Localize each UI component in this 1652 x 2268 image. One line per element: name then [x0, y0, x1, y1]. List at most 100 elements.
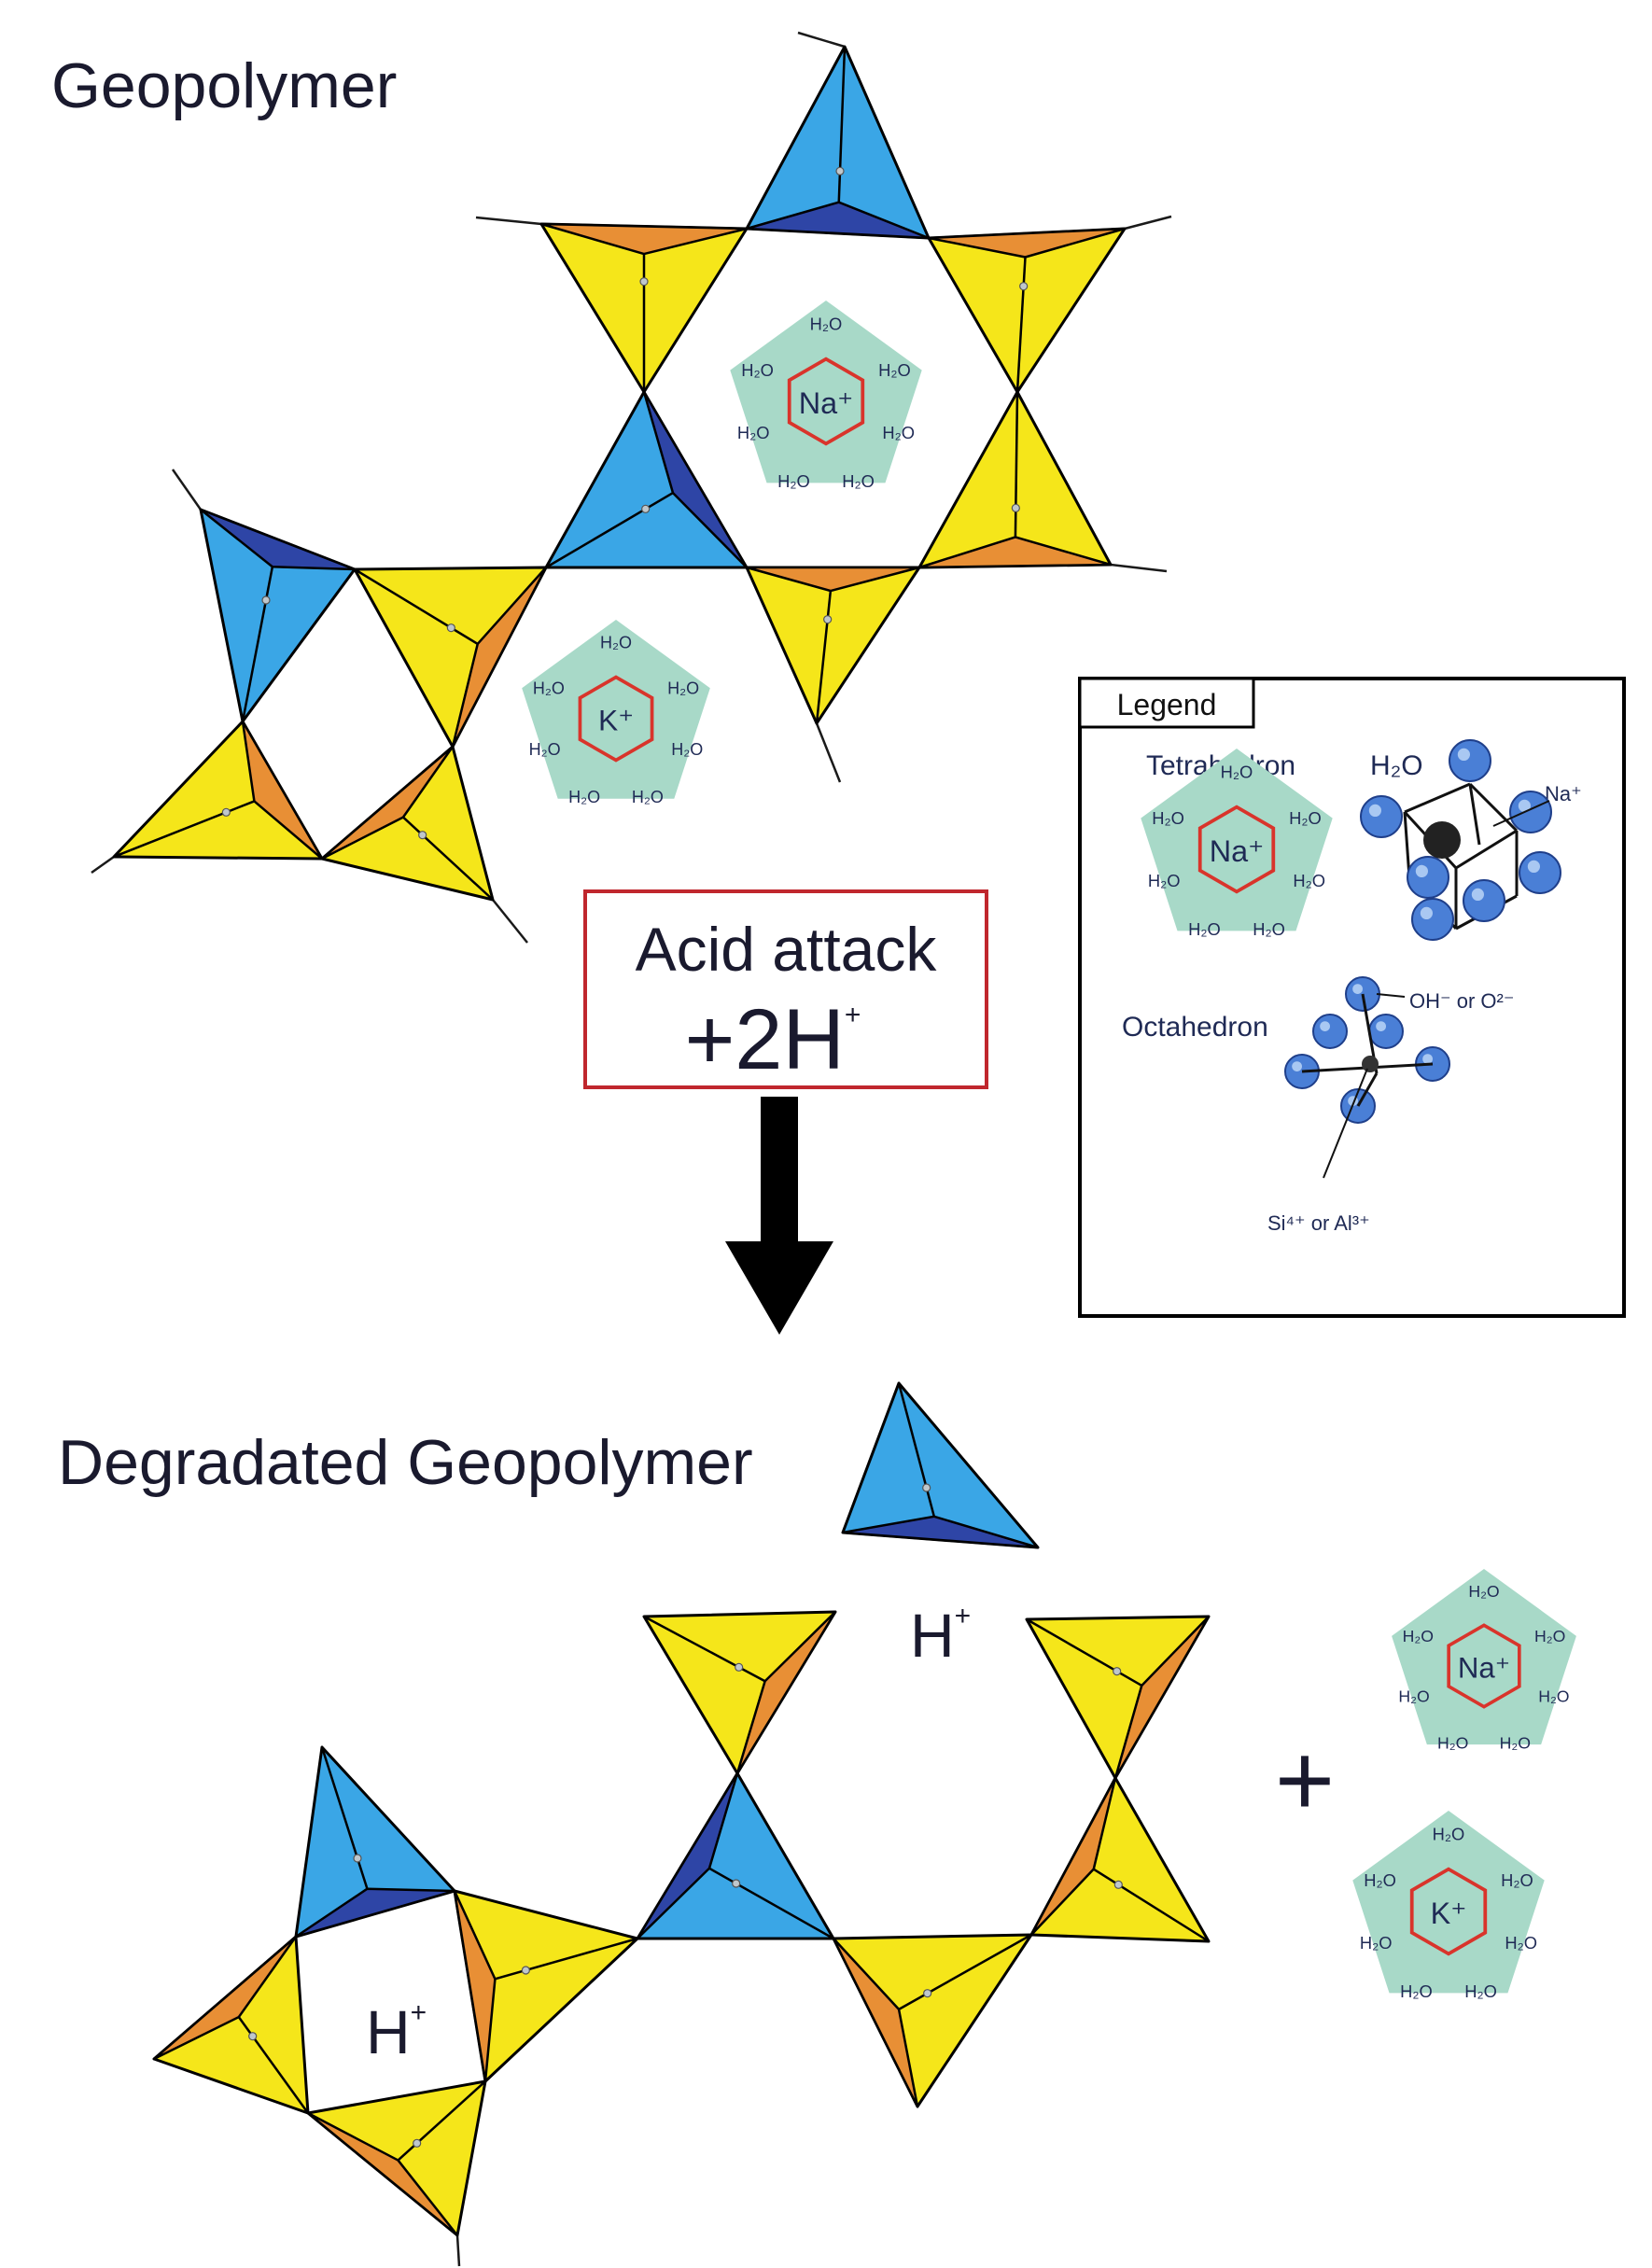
bond-line	[1124, 215, 1172, 231]
legend-line	[1356, 1072, 1379, 1107]
legend-line	[1492, 800, 1550, 827]
cluster-water-label: H₂O	[1464, 1981, 1497, 2001]
cluster-water-label: H₂O	[1360, 1933, 1393, 1953]
bond-line	[1110, 563, 1168, 573]
cluster-water-label: H₂O	[1433, 1824, 1465, 1843]
cluster-water-label: H₂O	[1501, 1870, 1533, 1890]
tetra-left-lower-yellow	[320, 745, 495, 902]
cluster-ion-label: Na⁺	[799, 386, 854, 420]
atom-ball	[1463, 879, 1505, 922]
atom-ball	[1312, 1014, 1348, 1049]
tetra-left-blue	[199, 508, 357, 723]
cluster-water-label: H₂O	[1152, 808, 1184, 828]
legend-line	[1323, 1068, 1368, 1179]
cluster-water-label: H₂O	[741, 360, 774, 380]
cluster-water-label: H₂O	[1534, 1627, 1565, 1645]
octahedron-center-ion	[1362, 1056, 1379, 1072]
atom-ball	[1449, 739, 1491, 782]
bond-lines	[91, 31, 1172, 2267]
cluster-water-label: H₂O	[810, 314, 843, 333]
acid-attack-proton-label: +2H+	[685, 992, 861, 1087]
cluster-water-label: H₂O	[600, 634, 632, 652]
cluster-water-label: H₂O	[1437, 1733, 1468, 1752]
atom-ball-highlight	[1376, 1021, 1386, 1031]
plus-sign: +	[1275, 1723, 1335, 1838]
cluster-water-label: H₂O	[667, 679, 699, 698]
atom-ball-highlight	[1292, 1061, 1302, 1071]
tetra-left-center-yellow	[353, 566, 548, 749]
cluster-water-label: H₂O	[1289, 808, 1322, 828]
tetra-free-blue	[841, 1381, 1040, 1549]
atom-ball	[1519, 851, 1561, 894]
atom-ball-highlight	[1518, 799, 1531, 813]
cluster-water-label: H₂O	[1364, 1870, 1396, 1890]
tetra-mid-left-blue	[544, 390, 749, 569]
cluster-ion-label: Na⁺	[1210, 834, 1265, 868]
legend-title: Legend	[1117, 688, 1217, 721]
tetra-bottom-top-yellow-right	[1025, 1615, 1211, 1780]
atom-ball	[1411, 898, 1454, 941]
atom-ball-highlight	[1420, 906, 1433, 920]
tetra-bottom-far-left-yellow	[152, 1935, 310, 2115]
cluster-water-label: H₂O	[1221, 762, 1253, 781]
tetrahedra-layer	[112, 45, 1559, 2237]
legend-line	[1455, 829, 1518, 870]
cluster-water-label: H₂O	[568, 788, 600, 806]
cluster-water-label: H₂O	[1400, 1981, 1433, 2001]
tetra-top-left-yellow	[539, 222, 749, 394]
cluster-water-label: H₂O	[1468, 1582, 1499, 1601]
bond-line	[492, 899, 528, 944]
tetra-mid-right-yellow	[917, 390, 1113, 569]
legend-illustrations: Na⁺ H₂O H₂O H₂O H₂O H₂O H₂O H₂O	[1141, 739, 1561, 1179]
cluster-water-label: H₂O	[1403, 1627, 1434, 1645]
cluster-water-label: H₂O	[1505, 1933, 1537, 1953]
tetra-bottom-left-blue	[294, 1745, 456, 1939]
acid-attack-label: Acid attack	[636, 915, 938, 984]
cluster-ion-label: K⁺	[598, 704, 634, 737]
tetra-left-mid-yellow	[112, 720, 324, 861]
tetra-bottom-lower-yellow	[832, 1933, 1033, 2108]
h-plus-label-ring: H+	[366, 1997, 427, 2066]
bond-line	[815, 722, 842, 783]
tetra-bottom-right-yellow	[1029, 1776, 1211, 1943]
legend-line	[1376, 993, 1406, 998]
atom-ball	[1360, 795, 1403, 838]
cluster-water-label: H₂O	[671, 740, 703, 759]
atom-ball	[1509, 791, 1552, 833]
atom-ball-highlight	[1415, 864, 1428, 878]
legend-na-label: Na⁺	[1545, 782, 1582, 805]
tetra-bottom-left-center-yellow	[453, 1889, 639, 2083]
tetra-lower-right-yellow	[745, 566, 921, 725]
cluster-water-label: H₂O	[632, 788, 664, 806]
sodium-ion-core	[1423, 821, 1461, 859]
tetra-bottom-left-lower-yellow	[306, 2079, 487, 2237]
atom-ball-highlight	[1422, 1054, 1433, 1064]
legend-octahedron-label: Octahedron	[1122, 1012, 1268, 1043]
cluster-water-label: H₂O	[1253, 919, 1285, 939]
bond-line	[797, 31, 846, 49]
legend: Legend Tetrahedron H₂O Na⁺ Octahedron OH…	[1078, 677, 1626, 1318]
cluster-water-label: H₂O	[529, 740, 561, 759]
atom-ball	[1407, 856, 1449, 899]
bond-line	[475, 216, 542, 226]
cluster-water-label: H₂O	[737, 423, 770, 442]
atom-ball-highlight	[1457, 748, 1470, 762]
acid-attack-box	[583, 889, 988, 1089]
atom-ball-highlight	[1527, 860, 1540, 874]
top-title: Geopolymer	[51, 50, 397, 121]
legend-line	[1468, 783, 1481, 846]
bond-line	[91, 855, 115, 875]
tetra-top-right-yellow	[927, 227, 1127, 394]
bottom-title: Degradated Geopolymer	[58, 1427, 753, 1498]
h-plus-label-center: H+	[910, 1601, 971, 1670]
atom-ball-highlight	[1320, 1021, 1330, 1031]
atom-ball-highlight	[1471, 888, 1484, 902]
cluster-water-label: H₂O	[1293, 871, 1325, 890]
cluster-water-label: H₂O	[1188, 919, 1221, 939]
cluster-water-label: H₂O	[842, 471, 875, 491]
legend-h2o-label: H₂O	[1370, 750, 1423, 781]
